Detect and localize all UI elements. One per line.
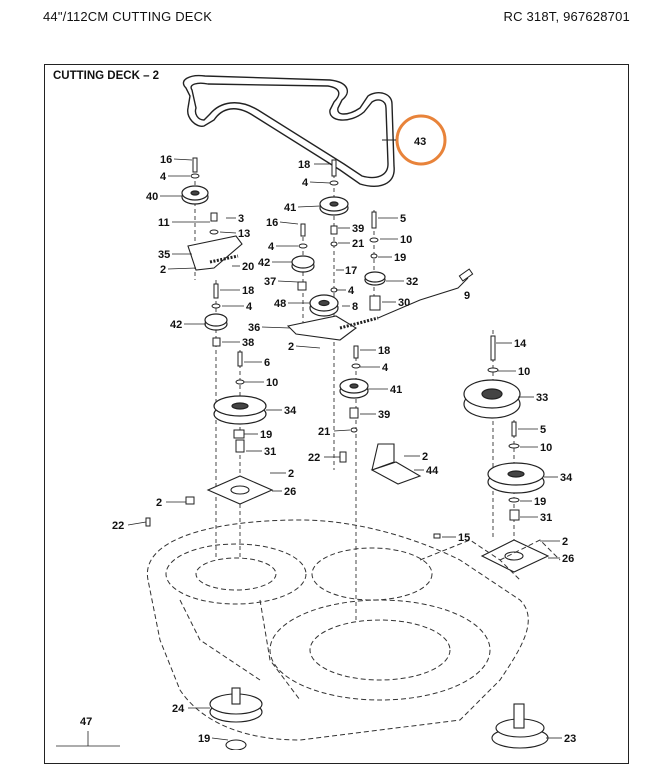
bearing-plates xyxy=(206,475,550,573)
callout-4: 4 xyxy=(302,177,309,189)
callout-14: 14 xyxy=(514,338,527,350)
pulleys xyxy=(181,185,545,494)
callout-32: 32 xyxy=(406,276,418,288)
fasteners xyxy=(145,157,520,539)
callout-31: 31 xyxy=(264,446,276,458)
part-callouts: 16 4 40 11 3 13 35 2 20 18 4 42 38 6 10 … xyxy=(80,136,576,745)
callout-13: 13 xyxy=(238,228,250,240)
callout-39: 39 xyxy=(378,409,390,421)
callout-44: 44 xyxy=(426,465,439,477)
callout-2: 2 xyxy=(288,468,294,480)
callout-11: 11 xyxy=(158,217,170,229)
tension-arms xyxy=(187,235,422,485)
deck-housing xyxy=(146,519,561,741)
callout-16: 16 xyxy=(160,154,172,166)
callout-36: 36 xyxy=(248,322,260,334)
callout-6: 6 xyxy=(264,357,270,369)
callout-4: 4 xyxy=(246,301,253,313)
callout-41: 41 xyxy=(390,384,402,396)
callout-43: 43 xyxy=(414,136,426,148)
highlight-circle xyxy=(395,114,447,166)
callout-4: 4 xyxy=(160,171,167,183)
callout-37: 37 xyxy=(264,276,276,288)
callout-39: 39 xyxy=(352,223,364,235)
callout-18: 18 xyxy=(378,345,390,357)
callout-4: 4 xyxy=(268,241,275,253)
callout-22: 22 xyxy=(308,452,320,464)
callout-48: 48 xyxy=(274,298,286,310)
callout-16: 16 xyxy=(266,217,278,229)
callout-10: 10 xyxy=(540,442,552,454)
callout-10: 10 xyxy=(266,377,278,389)
blade-spindles xyxy=(209,687,549,750)
callout-35: 35 xyxy=(158,249,170,261)
callout-34: 34 xyxy=(560,472,573,484)
callout-2: 2 xyxy=(156,497,162,509)
callout-24: 24 xyxy=(172,703,185,715)
callout-15: 15 xyxy=(458,532,470,544)
callout-18: 18 xyxy=(242,285,254,297)
callout-40: 40 xyxy=(146,191,158,203)
callout-21: 21 xyxy=(352,238,364,250)
callout-2: 2 xyxy=(288,341,294,353)
callout-9: 9 xyxy=(464,290,470,302)
callout-30: 30 xyxy=(398,297,410,309)
callout-42: 42 xyxy=(258,257,270,269)
callout-10: 10 xyxy=(400,234,412,246)
callout-2: 2 xyxy=(160,264,166,276)
callout-33: 33 xyxy=(536,392,548,404)
callout-5: 5 xyxy=(540,424,546,436)
callout-19: 19 xyxy=(260,429,272,441)
callout-38: 38 xyxy=(242,337,254,349)
cable xyxy=(377,277,469,319)
callout-19: 19 xyxy=(534,496,546,508)
model-number: RC 318T, 967628701 xyxy=(503,9,630,24)
callout-26: 26 xyxy=(562,553,574,565)
callout-10: 10 xyxy=(518,366,530,378)
callout-22: 22 xyxy=(112,520,124,532)
callout-5: 5 xyxy=(400,213,406,225)
callout-2: 2 xyxy=(422,451,428,463)
leader-lines xyxy=(56,158,562,747)
callout-20: 20 xyxy=(242,261,254,273)
callout-26: 26 xyxy=(284,486,296,498)
callout-42: 42 xyxy=(170,319,182,331)
callout-4: 4 xyxy=(382,362,389,374)
callout-41: 41 xyxy=(284,202,296,214)
callout-17: 17 xyxy=(345,265,357,277)
callout-31: 31 xyxy=(540,512,552,524)
callout-19: 19 xyxy=(394,252,406,264)
drive-belt xyxy=(182,74,395,187)
callout-3: 3 xyxy=(238,213,244,225)
callout-8: 8 xyxy=(352,301,358,313)
callout-23: 23 xyxy=(564,733,576,745)
callout-19: 19 xyxy=(198,733,210,745)
callout-47: 47 xyxy=(80,716,92,728)
callout-34: 34 xyxy=(284,405,297,417)
callout-18: 18 xyxy=(298,159,310,171)
callout-21: 21 xyxy=(318,426,330,438)
document-title: 44"/112CM CUTTING DECK xyxy=(43,9,213,24)
section-title: CUTTING DECK – 2 xyxy=(53,70,160,82)
callout-4: 4 xyxy=(348,285,355,297)
callout-2: 2 xyxy=(562,536,568,548)
